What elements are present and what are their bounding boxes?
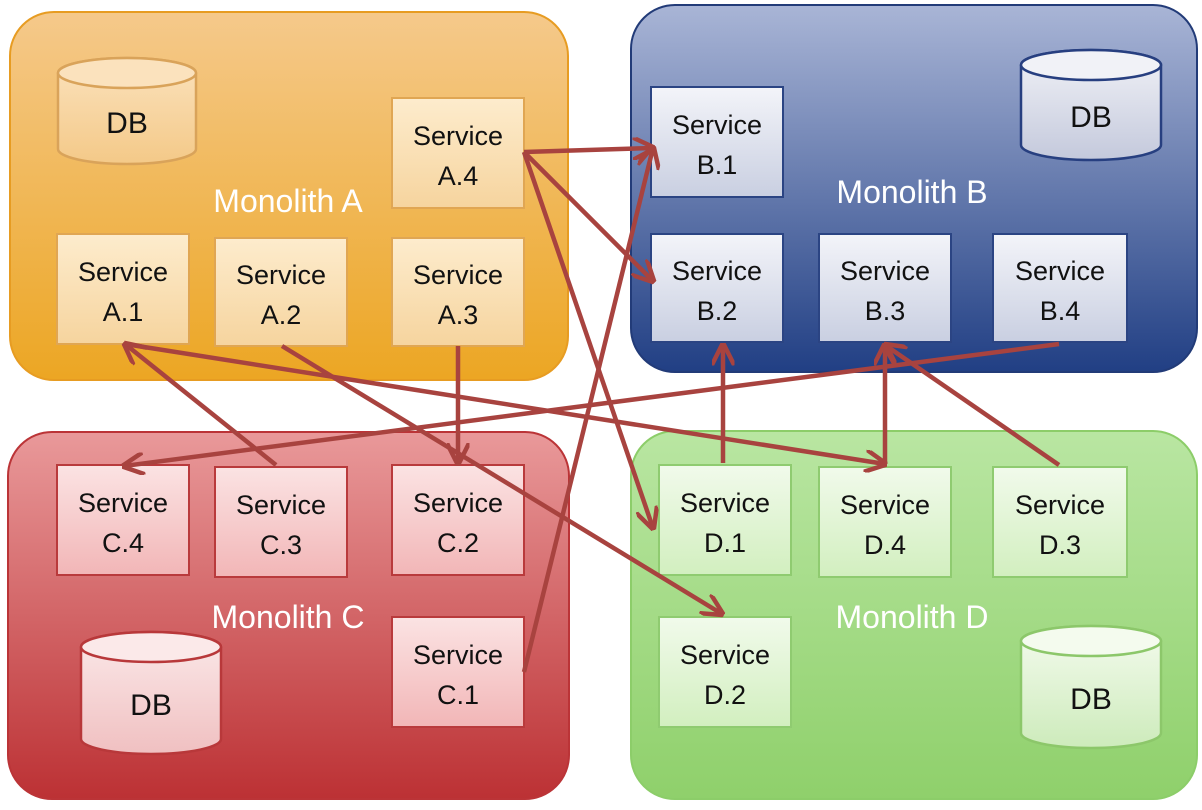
service-d-4-label-2: D.4 bbox=[864, 530, 906, 560]
monolith-c-label: Monolith C bbox=[212, 599, 365, 635]
service-d-1-label-1: Service bbox=[680, 488, 770, 518]
dependency-arrow-c1-to-b1 bbox=[521, 148, 653, 673]
service-c-2-label-1: Service bbox=[413, 488, 503, 518]
database-c-icon: DB bbox=[79, 630, 223, 756]
service-b-3-label-2: B.3 bbox=[865, 296, 906, 326]
service-b-3-label-1: Service bbox=[840, 256, 930, 286]
service-a-4-label-1: Service bbox=[413, 121, 503, 151]
service-d-1-label-2: D.1 bbox=[704, 528, 746, 558]
service-b-4-label-1: Service bbox=[1015, 256, 1105, 286]
service-d-4-label-1: Service bbox=[840, 490, 930, 520]
monolith-d-label: Monolith D bbox=[836, 599, 989, 635]
service-b-4-label-2: B.4 bbox=[1040, 296, 1081, 326]
monolith-b-label: Monolith B bbox=[836, 174, 987, 210]
service-b-2-label-2: B.2 bbox=[697, 296, 738, 326]
service-d-3-label-1: Service bbox=[1015, 490, 1105, 520]
database-b-icon: DB bbox=[1019, 48, 1163, 162]
service-a-1-label-2: A.1 bbox=[103, 297, 144, 327]
service-b-1-label-1: Service bbox=[672, 110, 762, 140]
service-b-2-label-1: Service bbox=[672, 256, 762, 286]
service-d-3-label-2: D.3 bbox=[1039, 530, 1081, 560]
service-a-3-label-2: A.3 bbox=[438, 300, 479, 330]
dependency-arrow-c3-to-a1 bbox=[125, 344, 278, 467]
service-a-2-label-2: A.2 bbox=[261, 300, 302, 330]
service-a-1-label-1: Service bbox=[78, 257, 168, 287]
service-c-1-label-2: C.1 bbox=[437, 680, 479, 710]
service-c-4-label-1: Service bbox=[78, 488, 168, 518]
service-c-3-label-1: Service bbox=[236, 490, 326, 520]
service-c-1-label-1: Service bbox=[413, 640, 503, 670]
dependency-arrow-d3-to-b3 bbox=[885, 345, 1061, 467]
dependency-arrow-a4-to-b2 bbox=[522, 150, 653, 281]
service-a-4-label-2: A.4 bbox=[438, 161, 479, 191]
database-a-icon: DB bbox=[56, 56, 198, 166]
service-d-2-label-2: D.2 bbox=[704, 680, 746, 710]
service-c-2-label-2: C.2 bbox=[437, 528, 479, 558]
database-d-icon: DB bbox=[1019, 624, 1163, 750]
monolith-a-label: Monolith A bbox=[213, 183, 363, 219]
service-a-2-label-1: Service bbox=[236, 260, 326, 290]
dependency-arrow-a4-to-b1 bbox=[523, 148, 653, 152]
service-c-3-label-2: C.3 bbox=[260, 530, 302, 560]
service-c-4-label-2: C.4 bbox=[102, 528, 144, 558]
dependency-arrow-a2-to-d2 bbox=[280, 344, 722, 614]
database-d-label: DB bbox=[1070, 683, 1112, 716]
service-a-3-label-1: Service bbox=[413, 260, 503, 290]
service-d-2-label-1: Service bbox=[680, 640, 770, 670]
dependency-arrow-a4-to-d1 bbox=[521, 151, 653, 528]
service-b-1-label-2: B.1 bbox=[697, 150, 738, 180]
database-c-label: DB bbox=[130, 689, 172, 722]
database-b-label: DB bbox=[1070, 101, 1112, 134]
database-a-label: DB bbox=[106, 107, 148, 140]
dependency-arrow-a1-to-d4 bbox=[124, 341, 885, 464]
